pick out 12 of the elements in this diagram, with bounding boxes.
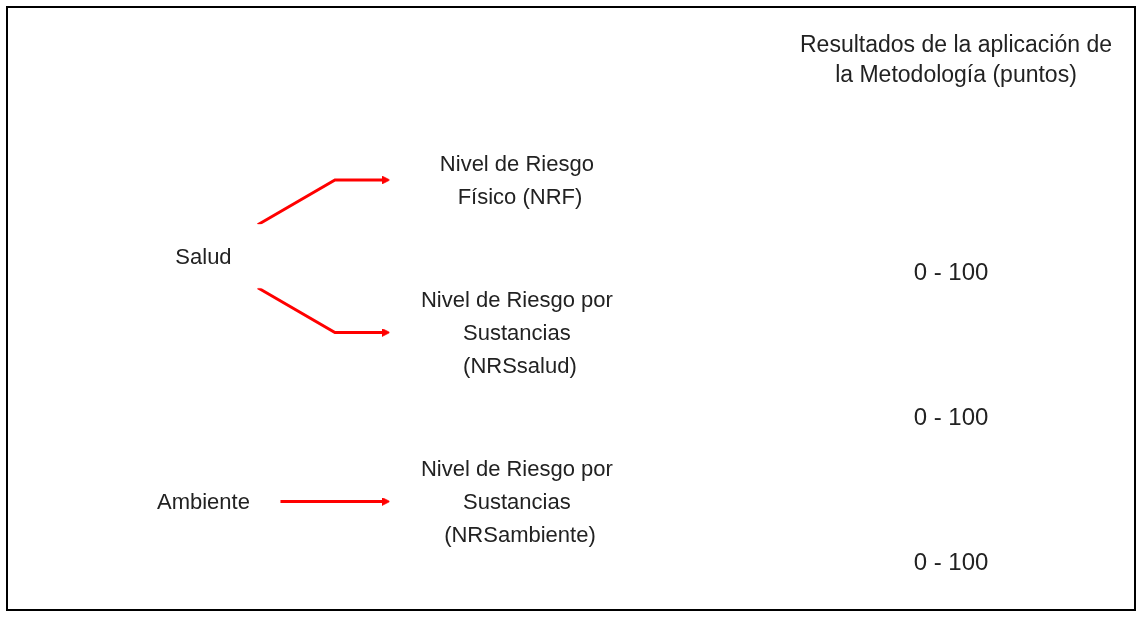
value-range: 0 - 100: [912, 548, 990, 576]
node-text: Nivel de Riesgo por Sustancias (NRSsalud): [420, 286, 613, 378]
column-header: Resultados de la aplicación de la Metodología (puntos): [799, 30, 1113, 89]
value-range: 0 - 100: [912, 403, 990, 431]
value-range: 0 - 100: [912, 258, 990, 286]
node-text: Ambiente: [156, 488, 250, 514]
arrow: [256, 285, 390, 337]
node-text: Nivel de Riesgo por Sustancias (NRSambiente): [420, 455, 613, 547]
node-text: Salud: [174, 243, 232, 269]
arrow: [279, 496, 390, 506]
node-text: Nivel de Riesgo Físico (NRF): [439, 150, 594, 209]
arrow: [256, 175, 390, 226]
